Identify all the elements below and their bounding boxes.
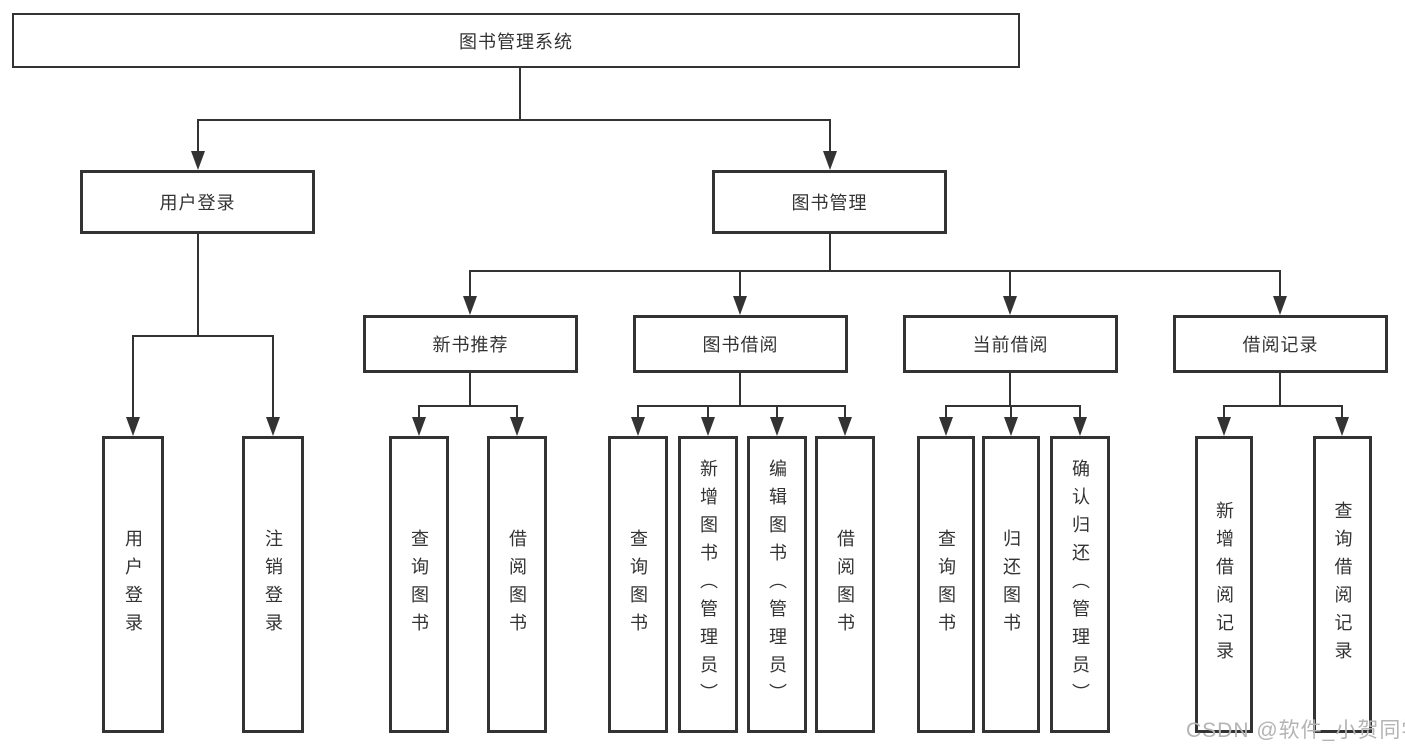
node-label: 注销登录 <box>263 528 283 641</box>
node-label: 用户登录 <box>123 528 143 641</box>
leaf-borrow-borrow-books: 借阅图书 <box>815 436 875 733</box>
connector-currentborrow-to-leaves <box>945 373 1081 421</box>
arrowhead <box>510 417 524 436</box>
node-label: 查询图书 <box>628 528 648 641</box>
node-label: 编辑图书（管理员） <box>767 458 787 711</box>
node-label: 查询图书 <box>409 528 429 641</box>
csdn-watermark: CSDN @软件_小贺同学 <box>1186 719 1405 742</box>
node-label: 归还图书 <box>1001 528 1021 641</box>
arrowhead <box>939 417 953 436</box>
arrowhead <box>823 151 837 170</box>
node-current-borrow: 当前借阅 <box>903 315 1118 373</box>
arrowhead <box>1073 417 1087 436</box>
leaf-record-query: 查询借阅记录 <box>1313 436 1372 733</box>
arrowhead <box>463 296 477 315</box>
node-label: 图书管理 <box>791 193 868 213</box>
leaf-borrow-query-books: 查询图书 <box>608 436 668 733</box>
connector-newbook-to-leaves <box>418 373 518 421</box>
node-label: 确认归还（管理员） <box>1070 458 1090 711</box>
arrowhead <box>838 417 852 436</box>
node-borrow-record: 借阅记录 <box>1173 315 1388 373</box>
connector-bookmgmt-to-level3 <box>469 233 1281 300</box>
node-label: 借阅图书 <box>835 528 855 641</box>
node-book-borrow: 图书借阅 <box>633 315 848 373</box>
arrowhead <box>733 296 747 315</box>
node-root-system: 图书管理系统 <box>12 13 1020 68</box>
arrowhead <box>701 417 715 436</box>
leaf-current-return-books: 归还图书 <box>982 436 1040 733</box>
node-label: 当前借阅 <box>972 335 1049 355</box>
leaf-newbook-query-books: 查询图书 <box>389 436 449 733</box>
leaf-borrow-edit-books-admin: 编辑图书（管理员） <box>747 436 807 733</box>
leaf-current-confirm-return-admin: 确认归还（管理员） <box>1050 436 1110 733</box>
leaf-record-add: 新增借阅记录 <box>1195 436 1253 733</box>
node-book-management: 图书管理 <box>712 170 947 234</box>
arrowhead <box>1335 417 1349 436</box>
arrowhead <box>1217 417 1231 436</box>
leaf-logout: 注销登录 <box>242 436 304 733</box>
connector-bookborrow-to-leaves <box>637 373 846 421</box>
node-label: 查询借阅记录 <box>1332 500 1353 669</box>
connector-userlogin-to-leaves <box>132 233 274 421</box>
leaf-borrow-add-books-admin: 新增图书（管理员） <box>678 436 738 733</box>
node-label: 图书管理系统 <box>459 31 573 52</box>
node-label: 新增借阅记录 <box>1214 500 1234 669</box>
connector-borrowrecord-to-leaves <box>1223 373 1343 421</box>
node-label: 查询图书 <box>936 528 956 641</box>
node-label: 新书推荐 <box>432 335 509 355</box>
arrowhead <box>412 417 426 436</box>
leaf-user-login: 用户登录 <box>102 436 164 733</box>
arrowhead <box>770 417 784 436</box>
node-label: 新增图书（管理员） <box>698 458 718 711</box>
node-label: 借阅图书 <box>507 528 527 641</box>
arrowhead <box>1003 296 1017 315</box>
arrowhead <box>1004 417 1018 436</box>
leaf-newbook-borrow-books: 借阅图书 <box>487 436 547 733</box>
connector-root-to-level2 <box>197 68 831 156</box>
arrowhead <box>191 151 205 170</box>
node-label: 借阅记录 <box>1242 335 1319 355</box>
node-user-login: 用户登录 <box>80 170 315 234</box>
node-new-book-recommend: 新书推荐 <box>363 315 578 373</box>
node-label: 图书借阅 <box>702 335 779 355</box>
leaf-current-query-books: 查询图书 <box>917 436 975 733</box>
arrowhead <box>1273 296 1287 315</box>
arrowhead <box>126 417 140 436</box>
arrowhead <box>631 417 645 436</box>
node-label: 用户登录 <box>159 193 236 213</box>
arrowhead <box>266 417 280 436</box>
